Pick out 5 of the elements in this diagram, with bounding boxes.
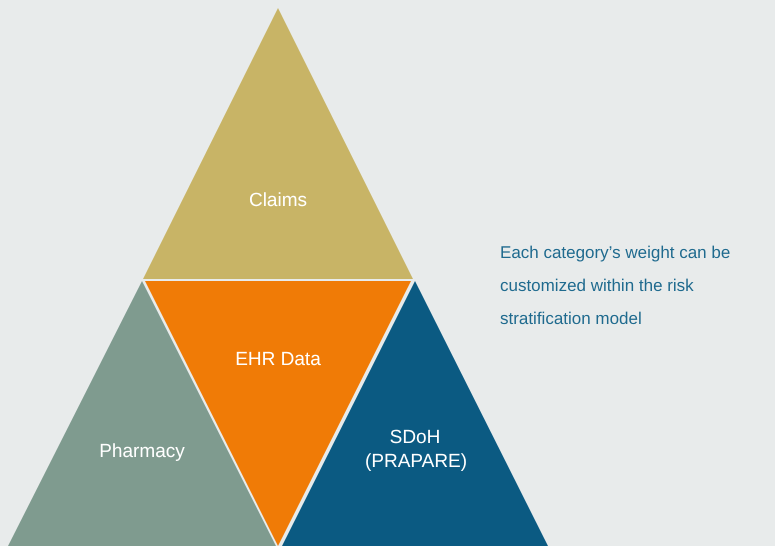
triangle-label: Claims — [248, 189, 308, 213]
note-text: Each category’s weight can be customized within the risk stratification model — [500, 242, 732, 330]
triangle-label: EHR Data — [234, 348, 322, 372]
triangle-label: SDoH (PRAPARE) — [365, 426, 465, 474]
triangle-label: Pharmacy — [98, 440, 186, 464]
